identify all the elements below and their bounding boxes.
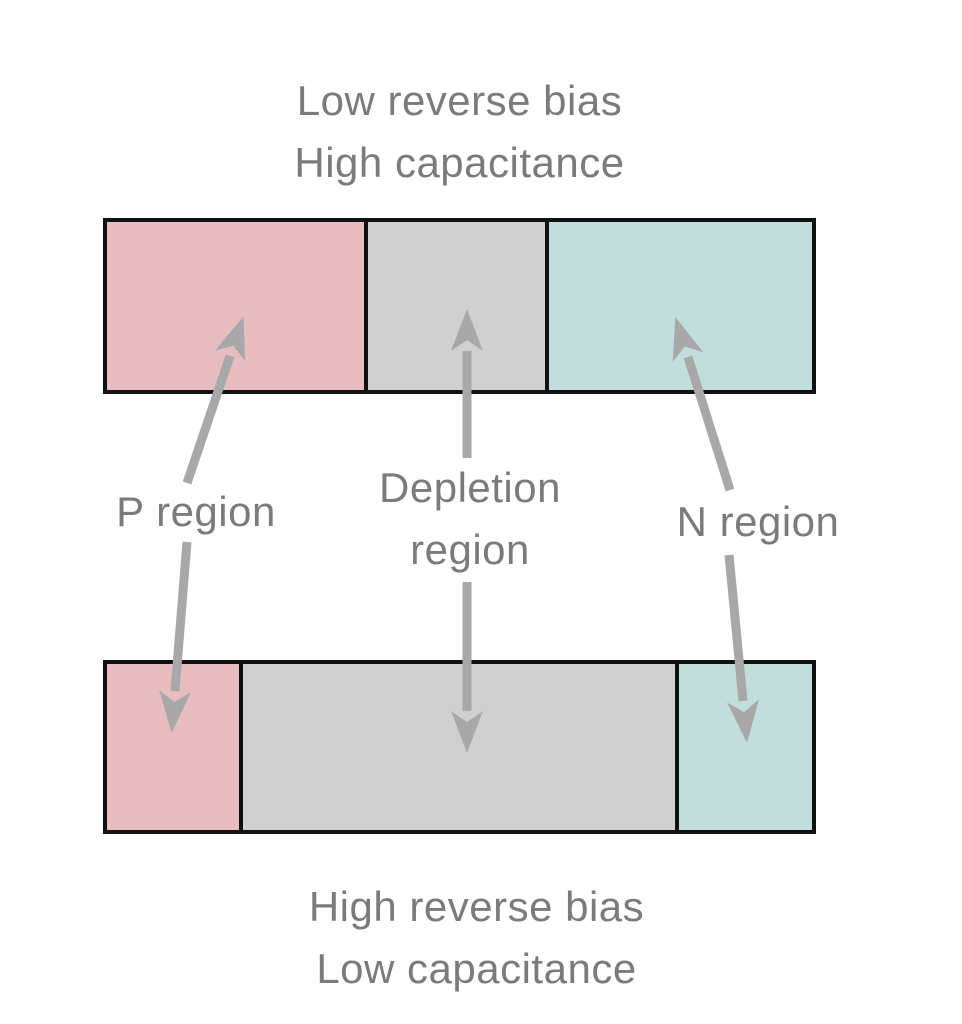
high-bias-junction-bar <box>103 660 816 834</box>
depletion-region-label-line1: Depletion <box>379 464 561 511</box>
p-region-label: P region <box>116 488 276 535</box>
top-bar-segment-n <box>545 222 812 390</box>
bottom-bar-segment-n <box>674 664 812 830</box>
bottom-bar-segment-p <box>107 664 240 830</box>
low-bias-junction-bar <box>103 218 816 394</box>
n-region-label: N region <box>676 498 840 545</box>
bottom-caption: High reverse bias Low capacitance <box>120 876 833 1000</box>
bottom-bar-segment-depletion <box>239 664 675 830</box>
top-bar-segment-depletion <box>364 222 546 390</box>
top-bar-segment-p <box>107 222 365 390</box>
depletion-region-label: Depletion region <box>379 457 561 581</box>
top-caption-line1: Low reverse bias <box>296 77 623 124</box>
bottom-caption-line2: Low capacitance <box>316 945 637 992</box>
bottom-caption-line1: High reverse bias <box>308 883 645 930</box>
top-caption-line2: High capacitance <box>294 139 625 186</box>
depletion-region-label-line2: region <box>410 526 530 573</box>
top-caption: Low reverse bias High capacitance <box>103 70 816 194</box>
